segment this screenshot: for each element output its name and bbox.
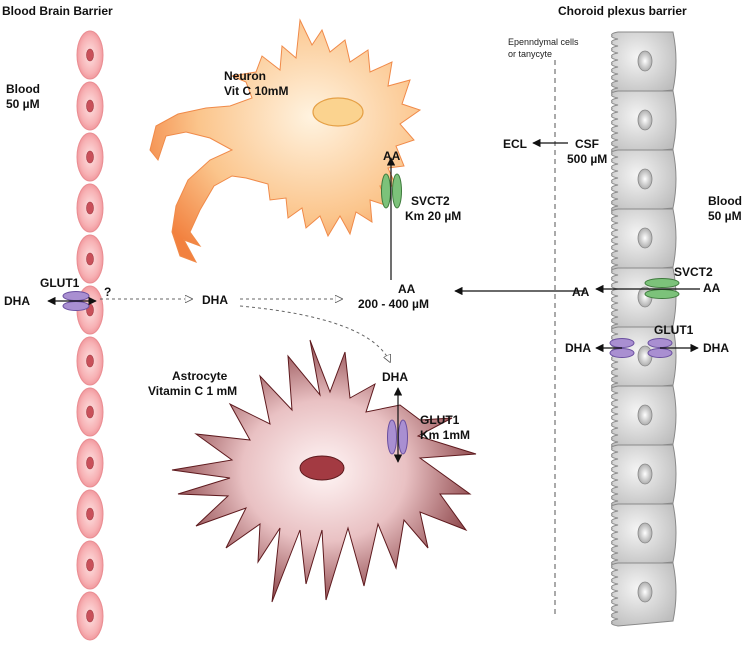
neuron-cell [149, 18, 422, 263]
neuron-nucleus [312, 97, 364, 127]
choroid-plexus-cell [611, 385, 677, 450]
cp-dha-left: DHA [565, 341, 591, 355]
choroid-plexus-cell [611, 149, 677, 214]
glut1-astro-label: GLUT1 [420, 413, 460, 427]
choroid-plexus-cell [611, 90, 677, 155]
choroid-plexus-cell [611, 503, 677, 568]
csf-label: CSF [575, 137, 599, 151]
endothelial-cell [76, 438, 104, 488]
bbb-dha-label: DHA [4, 294, 30, 308]
endothelial-cell [76, 489, 104, 539]
choroid-plexus-cell [611, 267, 677, 332]
neuron-svct2-transporter [381, 173, 402, 209]
cp-glut1-label: GLUT1 [654, 323, 694, 337]
astrocyte-nucleus [299, 455, 345, 481]
endothelial-cell [76, 183, 104, 233]
endothelial-cell [76, 234, 104, 284]
astro-dha-label: DHA [382, 370, 408, 384]
endothelial-cell [76, 81, 104, 131]
blood-right-label: Blood [708, 194, 742, 208]
choroid-svct2-transporter [644, 278, 680, 299]
endothelial-cell-column [76, 30, 104, 641]
ecl-label: ECL [503, 137, 527, 151]
choroid-plexus-cell [611, 562, 677, 627]
cp-aa-left: AA [572, 285, 590, 299]
bbb-title: Blood Brain Barrier [2, 4, 113, 18]
endothelial-cell [76, 30, 104, 80]
endothelial-cell [76, 540, 104, 590]
blood-right-conc: 50 µM [708, 209, 742, 223]
csf-conc: 500 µM [567, 152, 607, 166]
choroid-plexus-cell [611, 208, 677, 273]
astrocyte-name: Astrocyte [172, 369, 228, 383]
choroid-title: Choroid plexus barrier [558, 4, 687, 18]
blood-left-label: Blood [6, 82, 40, 96]
arrow-dashed-dha-to-astrocyte [239, 305, 390, 362]
choroid-plexus-cell [611, 31, 677, 96]
choroid-glut1-transporter [609, 338, 673, 358]
cp-aa-right: AA [703, 281, 721, 295]
blood-left-conc: 50 µM [6, 97, 40, 111]
neuron-vitc: Vit C 10mM [224, 84, 288, 98]
astrocyte-vitc: Vitamin C 1 mM [148, 384, 237, 398]
ependymal-line2: or tanycyte [508, 49, 552, 59]
neuron-aa-label: AA [383, 149, 401, 163]
dha-mid-label: DHA [202, 293, 228, 307]
endothelial-cell [76, 387, 104, 437]
bbb-unknown: ? [104, 285, 111, 299]
choroid-plexus-cell [611, 444, 677, 509]
extracellular-conc: 200 - 400 µM [358, 297, 429, 311]
endothelial-cell [76, 591, 104, 641]
svct2-neuron-km: Km 20 µM [405, 209, 461, 223]
cp-dha-right: DHA [703, 341, 729, 355]
extracellular-aa: AA [398, 282, 416, 296]
ependymal-line1: Epenndymal cells [508, 37, 579, 47]
cp-svct2-label: SVCT2 [674, 265, 713, 279]
glut1-astro-km: Km 1mM [420, 428, 470, 442]
endothelial-cell [76, 336, 104, 386]
neuron-name: Neuron [224, 69, 266, 83]
glut1-bbb-label: GLUT1 [40, 276, 80, 290]
endothelial-cell [76, 132, 104, 182]
svct2-neuron-label: SVCT2 [411, 194, 450, 208]
